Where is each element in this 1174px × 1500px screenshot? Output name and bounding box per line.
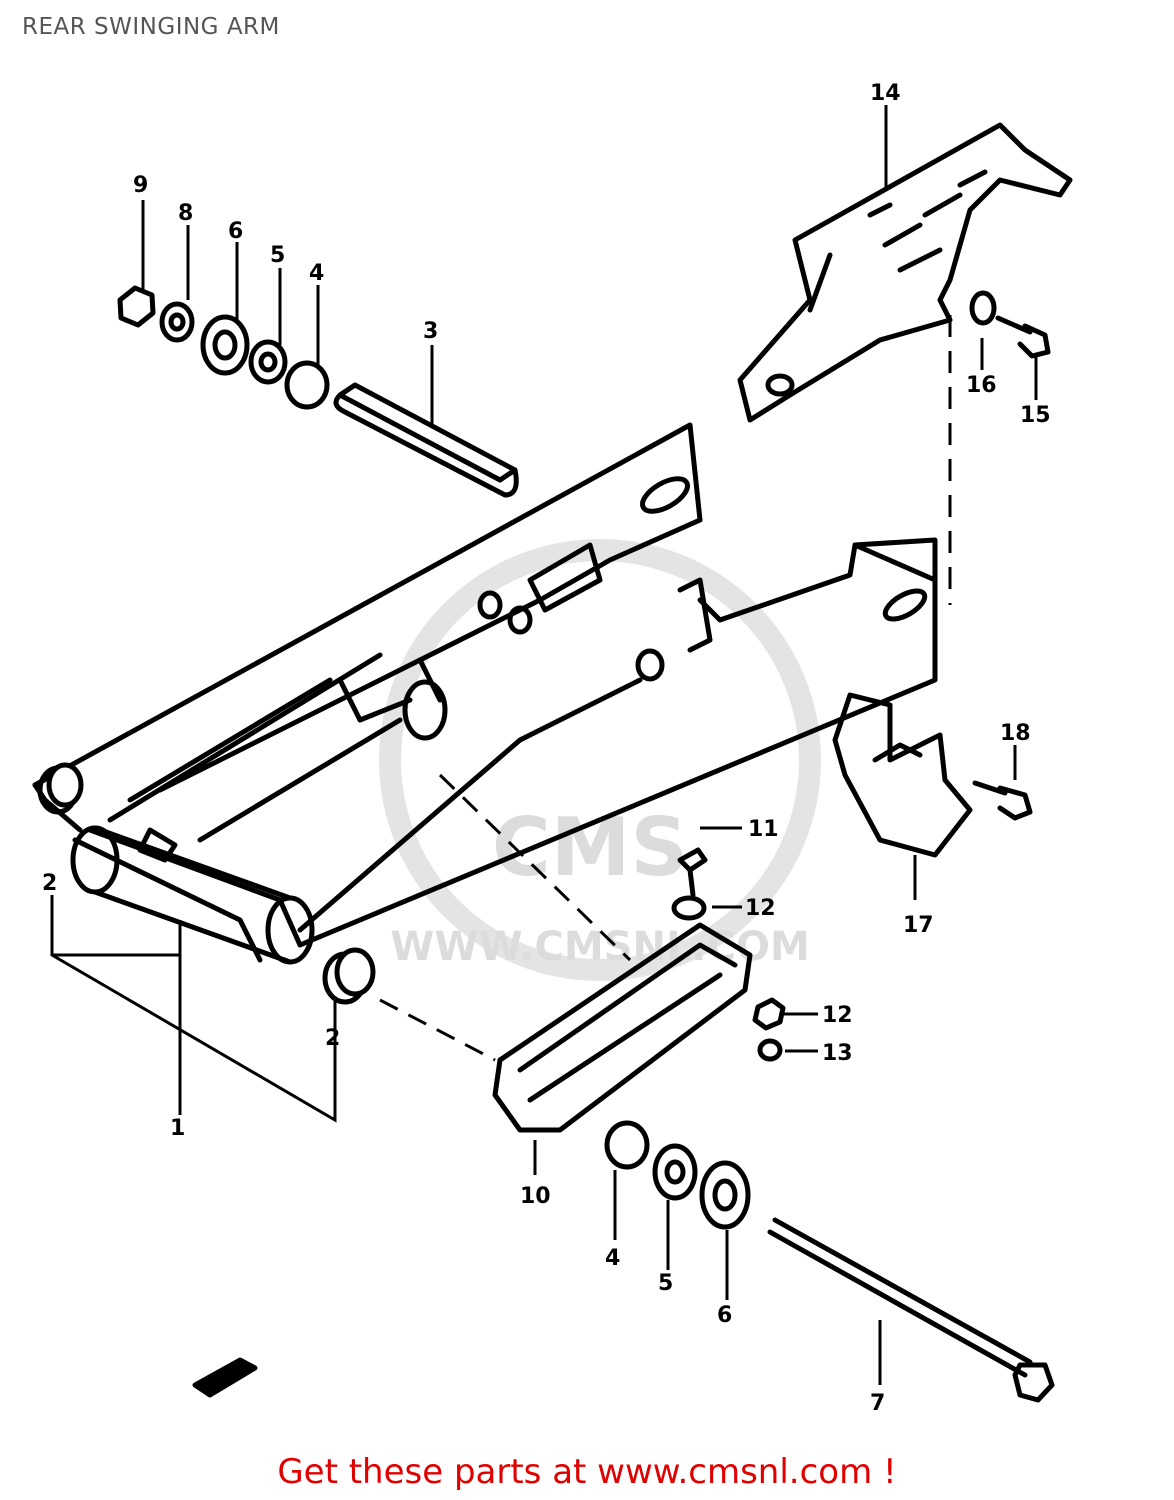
callout-5-lower: 5 bbox=[658, 1271, 673, 1296]
bushing-lower bbox=[322, 947, 376, 1005]
callout-7: 7 bbox=[870, 1391, 885, 1416]
callout-17: 17 bbox=[903, 913, 934, 938]
callout-12-lower: 12 bbox=[822, 1003, 853, 1028]
spacer-upper bbox=[284, 360, 330, 410]
callout-15: 15 bbox=[1020, 403, 1051, 428]
nut-upper bbox=[117, 285, 156, 328]
callout-2-lower: 2 bbox=[325, 1026, 340, 1051]
page-title: REAR SWINGING ARM bbox=[22, 14, 280, 40]
pivot-sleeve bbox=[333, 382, 519, 498]
callout-16: 16 bbox=[966, 373, 997, 398]
callout-1: 1 bbox=[170, 1116, 185, 1141]
nut-12-lower bbox=[752, 997, 786, 1031]
bushing-left bbox=[37, 762, 84, 815]
callout-8: 8 bbox=[178, 201, 193, 226]
callout-3: 3 bbox=[423, 319, 438, 344]
washer-lower bbox=[652, 1143, 698, 1201]
chain-guard bbox=[737, 122, 1073, 423]
callout-5-upper: 5 bbox=[270, 243, 285, 268]
guard-17 bbox=[832, 692, 973, 858]
bolt-18 bbox=[972, 780, 1033, 821]
callout-12-upper: 12 bbox=[745, 896, 776, 921]
callout-2-left: 2 bbox=[42, 871, 57, 896]
leader-lines bbox=[50, 105, 1038, 1385]
callout-11: 11 bbox=[748, 817, 779, 842]
front-arrow-icon bbox=[192, 1357, 258, 1398]
callout-14: 14 bbox=[870, 81, 901, 106]
callout-4-lower: 4 bbox=[605, 1246, 620, 1271]
washer-upper bbox=[248, 339, 288, 385]
pivot-bolt bbox=[767, 1217, 1055, 1403]
callout-18: 18 bbox=[1000, 721, 1031, 746]
thrust-washer-upper bbox=[159, 301, 195, 343]
callout-9: 9 bbox=[133, 173, 148, 198]
callout-6-lower: 6 bbox=[717, 1303, 732, 1328]
callout-10: 10 bbox=[520, 1184, 551, 1209]
watermark-brand: CMS bbox=[492, 801, 688, 894]
callout-4-upper: 4 bbox=[309, 261, 324, 286]
callouts: 9 8 6 5 4 3 14 16 15 18 17 11 12 12 13 2… bbox=[42, 81, 1051, 1416]
spacer-lower bbox=[604, 1120, 650, 1170]
callout-13: 13 bbox=[822, 1041, 853, 1066]
chain-slider bbox=[492, 922, 753, 1133]
bolt-11 bbox=[677, 847, 708, 898]
bolt-15 bbox=[995, 315, 1051, 359]
seal-upper bbox=[200, 314, 250, 376]
swingarm-frame bbox=[32, 422, 938, 965]
footer-shop-link[interactable]: Get these parts at www.cmsnl.com ! bbox=[277, 1452, 897, 1492]
callout-6-upper: 6 bbox=[228, 219, 243, 244]
washer-13 bbox=[757, 1038, 783, 1062]
seal-lower bbox=[699, 1160, 751, 1230]
washer-16 bbox=[969, 290, 997, 326]
washer-12-upper bbox=[671, 895, 707, 921]
